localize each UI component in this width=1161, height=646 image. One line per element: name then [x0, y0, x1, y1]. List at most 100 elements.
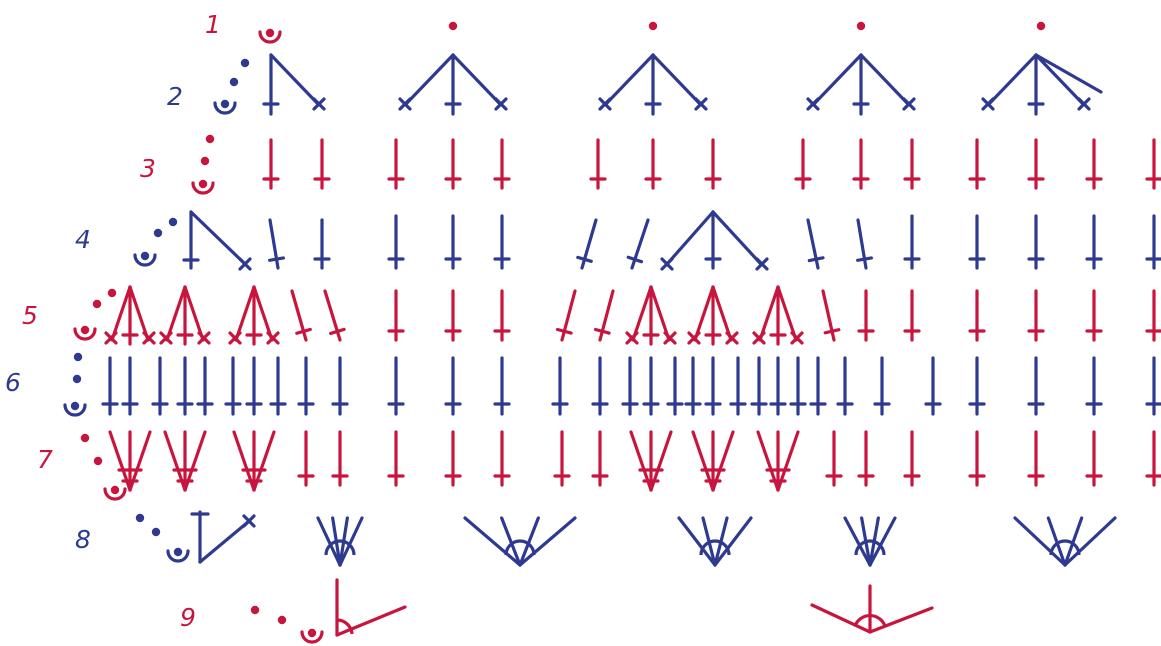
chain-dot — [173, 547, 183, 557]
fan-spoke — [1063, 516, 1084, 567]
fan-right — [868, 606, 934, 634]
fan-left — [604, 53, 655, 106]
chain-dot — [107, 288, 117, 298]
fan-left — [758, 285, 780, 342]
single-stitch-mark — [725, 331, 739, 345]
turning-chain-mark — [73, 327, 97, 341]
fan-left — [666, 210, 715, 265]
fan-right — [128, 285, 150, 342]
chain-dot — [240, 58, 250, 68]
fan-right — [189, 210, 246, 265]
fan-left — [810, 603, 872, 634]
single-stitch-mark — [598, 97, 612, 111]
fan-right — [198, 520, 250, 564]
chain-dot — [205, 134, 215, 144]
chain-dot — [73, 352, 83, 362]
chain-dot — [307, 628, 317, 638]
single-stitch-mark — [104, 331, 118, 345]
fan-left — [812, 53, 863, 106]
fan-arc — [854, 539, 886, 556]
fan-spoke — [868, 516, 897, 567]
single-stitch-mark — [663, 331, 677, 345]
fan-left — [631, 285, 653, 342]
chain-dot — [80, 325, 90, 335]
stitch-crossbar — [576, 255, 593, 263]
fan-arc — [504, 539, 536, 556]
chain-dot — [198, 179, 208, 189]
single-stitch-mark — [687, 331, 701, 345]
turning-chain-mark — [63, 403, 87, 417]
row-label-6: 6 — [5, 368, 21, 397]
stitch-crossbar — [295, 327, 312, 335]
single-stitch-mark — [242, 514, 256, 528]
chain-dot — [648, 21, 658, 31]
fan-right — [269, 53, 320, 106]
single-stitch-mark — [159, 331, 173, 345]
fan-spoke — [843, 516, 872, 567]
row-label-1: 1 — [205, 10, 221, 39]
chain-dot — [200, 156, 210, 166]
chain-dot — [80, 433, 90, 443]
stitch-crossbar — [807, 256, 825, 263]
chain-dot — [140, 251, 150, 261]
fan-right — [859, 53, 910, 106]
chain-dot — [250, 605, 260, 615]
fan-right — [1034, 53, 1085, 106]
chain-dot — [220, 99, 230, 109]
fan-right — [776, 285, 798, 342]
single-stitch-mark — [694, 97, 708, 111]
turning-chain-mark — [300, 630, 324, 644]
fan-arc — [699, 539, 731, 556]
chain-dot — [856, 21, 866, 31]
single-stitch-mark — [197, 331, 211, 345]
single-stitch-mark — [752, 331, 766, 345]
single-stitch-mark — [494, 97, 508, 111]
fan-left — [404, 53, 455, 106]
chain-dot — [72, 374, 82, 384]
single-stitch-mark — [790, 331, 804, 345]
fan-spoke — [713, 516, 753, 567]
single-stitch-mark — [755, 257, 769, 271]
fan-right — [335, 605, 407, 637]
turning-chain-mark — [166, 549, 190, 563]
fan-arc — [324, 539, 356, 556]
chain-dot — [110, 485, 120, 495]
single-stitch-mark — [266, 331, 280, 345]
chain-dot — [70, 401, 80, 411]
chain-dot — [229, 77, 239, 87]
fan-right — [451, 53, 502, 106]
single-stitch-mark — [398, 97, 412, 111]
fan-spoke — [518, 516, 540, 567]
stitch-crossbar — [626, 255, 644, 264]
fan-arc — [853, 613, 887, 627]
fan-spoke — [1013, 516, 1067, 567]
chain-dot — [153, 228, 163, 238]
fan-right — [252, 285, 274, 342]
single-stitch-mark — [660, 257, 674, 271]
single-stitch-mark — [806, 97, 820, 111]
chain-dot — [1036, 21, 1046, 31]
chain-dot — [168, 217, 178, 227]
stitch-crossbar — [823, 328, 841, 335]
chain-dot — [277, 615, 287, 625]
stitch-crossbar — [555, 327, 573, 335]
chain-dot — [448, 21, 458, 31]
fan-spoke — [338, 516, 364, 567]
fan-spoke — [1046, 516, 1067, 567]
fan-extra — [1034, 53, 1103, 94]
turning-chain-mark — [191, 181, 215, 195]
fan-left — [987, 53, 1038, 106]
row-label-2: 2 — [167, 82, 183, 111]
stitch-symbols — [63, 21, 1161, 644]
chain-dot — [151, 527, 161, 537]
fan-left — [693, 285, 715, 342]
turning-chain-mark — [133, 253, 157, 267]
turning-chain-mark — [258, 30, 282, 44]
fan-right — [649, 285, 671, 342]
fan-arc — [336, 618, 354, 635]
chain-dot — [93, 456, 103, 466]
row-label-8: 8 — [75, 525, 91, 554]
single-stitch-mark — [902, 97, 916, 111]
chain-dot — [92, 299, 102, 309]
